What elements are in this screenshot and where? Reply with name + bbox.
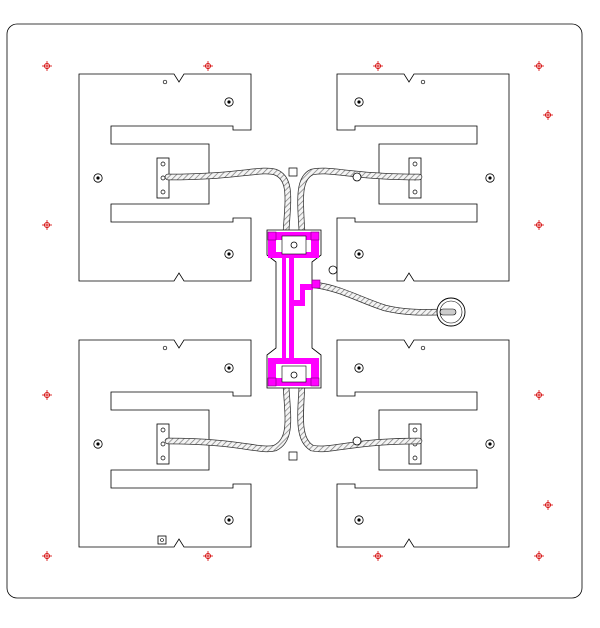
feed-trace-trunk	[289, 256, 294, 360]
mounting-hole-icon	[354, 363, 364, 373]
mounting-hole-icon	[93, 173, 103, 183]
mounting-hole-icon	[354, 97, 364, 107]
small-hole-icon	[162, 79, 168, 85]
coax-cable	[164, 167, 292, 236]
registration-mark-icon	[42, 61, 52, 71]
registration-mark-icon	[373, 551, 383, 561]
feed-pad	[310, 231, 320, 241]
board-hole-icon	[328, 265, 338, 275]
mounting-hole-icon	[354, 249, 364, 259]
registration-mark-icon	[42, 551, 52, 561]
mounting-hole-icon	[485, 173, 495, 183]
connector-pin	[439, 308, 457, 316]
mounting-hole-icon	[224, 249, 234, 259]
registration-mark-icon	[203, 551, 213, 561]
alignment-square	[157, 535, 167, 545]
registration-mark-icon	[203, 61, 213, 71]
clamp-hole-icon	[160, 455, 166, 461]
small-hole-icon	[420, 345, 426, 351]
feed-pad	[267, 377, 277, 387]
feed-pad	[310, 377, 320, 387]
element-outline	[336, 339, 510, 548]
feed-pad	[311, 279, 321, 289]
feed-pad	[267, 231, 277, 241]
mounting-hole-icon	[224, 363, 234, 373]
mounting-hole-icon	[354, 515, 364, 525]
mounting-hole-icon	[224, 515, 234, 525]
registration-mark-icon	[42, 390, 52, 400]
registration-mark-icon	[534, 390, 544, 400]
coax-connector-icon	[436, 297, 466, 327]
registration-mark-icon	[534, 551, 544, 561]
registration-mark-icon	[543, 110, 553, 120]
clamp-hole-icon	[412, 427, 418, 433]
mounting-hole-icon	[224, 97, 234, 107]
cable-clip-icon	[352, 172, 362, 182]
clamp-hole-icon	[160, 441, 166, 447]
registration-marks	[42, 61, 553, 561]
element-bottom-left	[78, 339, 252, 548]
base-plate	[6, 23, 583, 599]
clamp-hole-icon	[160, 189, 166, 195]
clamp-hole-icon	[412, 189, 418, 195]
element-top-right	[336, 73, 510, 282]
feed-network-board	[266, 167, 338, 461]
board-tab	[288, 451, 298, 461]
small-hole-icon	[420, 79, 426, 85]
clamp-hole-icon	[160, 161, 166, 167]
board-hole-icon	[290, 241, 298, 249]
feed-trace-tap	[292, 284, 313, 306]
radiating-elements	[78, 73, 510, 548]
cable-clip-icon	[352, 436, 362, 446]
board-tab	[288, 167, 298, 177]
registration-mark-icon	[543, 500, 553, 510]
small-hole-icon	[162, 345, 168, 351]
element-outline	[78, 73, 252, 282]
registration-mark-icon	[373, 61, 383, 71]
registration-mark-icon	[534, 61, 544, 71]
clamp-hole-icon	[160, 175, 166, 181]
clamp-hole-icon	[412, 161, 418, 167]
clamp-hole-icon	[412, 455, 418, 461]
mounting-hole-icon	[93, 439, 103, 449]
element-outline	[78, 339, 252, 548]
coax-cables	[164, 167, 452, 453]
registration-mark-icon	[534, 220, 544, 230]
registration-mark-icon	[42, 220, 52, 230]
feed-trace-branch	[282, 256, 286, 360]
clamp-hole-icon	[160, 427, 166, 433]
element-outline	[336, 73, 510, 282]
mounting-hole-icon	[485, 439, 495, 449]
board-hole-icon	[290, 371, 298, 379]
